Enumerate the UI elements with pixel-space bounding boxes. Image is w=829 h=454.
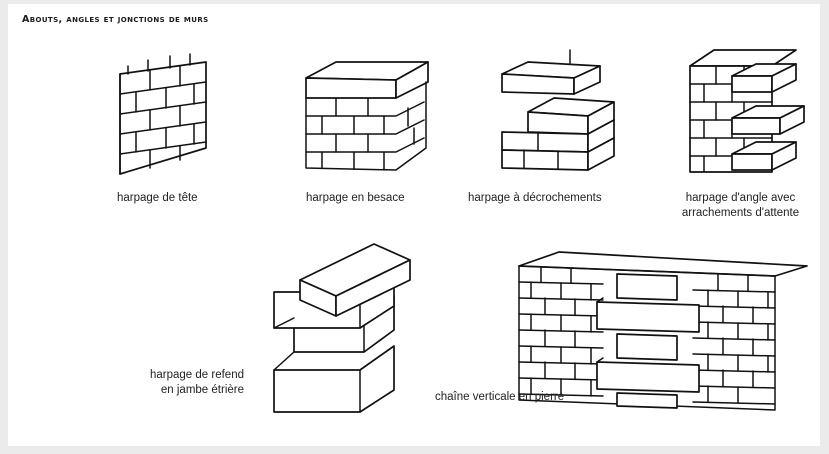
label-harpage-d-angle-line2: arrachements d'attente (681, 207, 800, 219)
label-harpage-de-refend: harpage de refend en jambe étrière (108, 368, 244, 398)
harpage-d-angle-drawing (689, 49, 805, 173)
label-harpage-d-angle: harpage d'angle avec arrachements d'atte… (658, 191, 823, 221)
harpage-a-decrochements-drawing (501, 49, 615, 171)
harpage-en-besace-drawing (305, 61, 429, 171)
label-harpage-de-refend-line1: harpage de refend (150, 369, 244, 381)
label-harpage-de-tete: harpage de tête (117, 192, 198, 204)
harpage-de-tete-drawing (119, 53, 207, 175)
label-harpage-a-decrochements: harpage à décrochements (468, 192, 602, 204)
figure-heading: Abouts, angles et jonctions de murs (22, 14, 209, 25)
chaine-verticale-drawing (518, 251, 808, 411)
label-harpage-en-besace: harpage en besace (306, 192, 405, 204)
label-harpage-de-refend-line2: en jambe étrière (160, 384, 244, 396)
label-chaine-verticale: chaîne verticale en pierre (435, 391, 565, 403)
harpage-de-refend-drawing (273, 243, 411, 413)
label-harpage-d-angle-line1: harpage d'angle avec (685, 192, 796, 204)
figure-sheet: Abouts, angles et jonctions de murs (8, 4, 820, 446)
